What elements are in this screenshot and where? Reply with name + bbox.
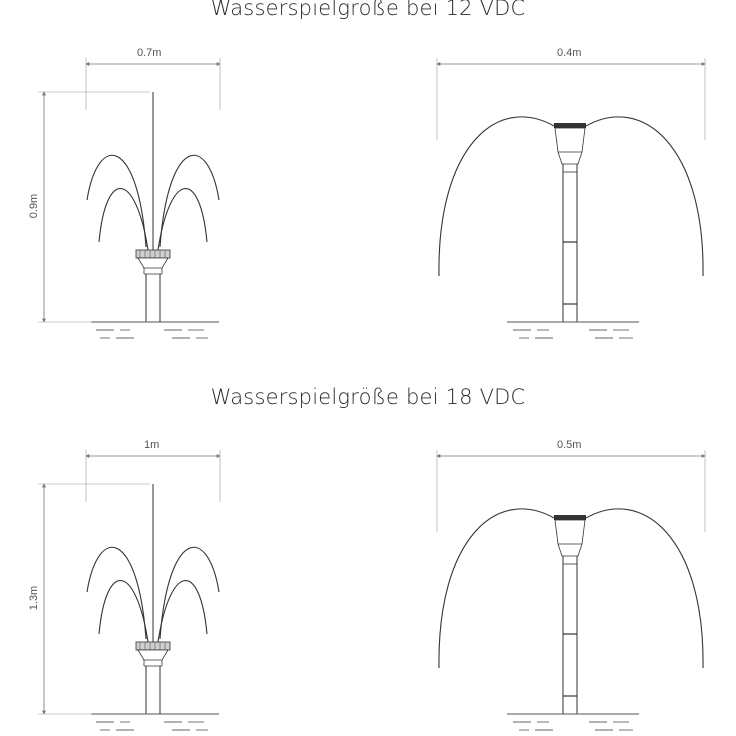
width-dimension-b-12 bbox=[436, 58, 706, 140]
section-title-18vdc: Wasserspielgröße bei 18 VDC bbox=[210, 385, 526, 409]
width-dimension-a-18 bbox=[85, 450, 221, 502]
fountain-b-18vdc bbox=[438, 508, 704, 731]
fountain-a-18vdc bbox=[86, 483, 220, 731]
width-label-fountain-b-18: 0.5m bbox=[557, 439, 582, 451]
width-dimension-a-12 bbox=[85, 58, 221, 110]
height-dimension-a-18 bbox=[38, 483, 150, 715]
section-title-12vdc: Wasserspielgröße bei 12 VDC bbox=[210, 0, 526, 20]
fountain-a-12vdc bbox=[86, 91, 220, 339]
width-label-fountain-a-12: 0.7m bbox=[137, 47, 162, 59]
width-label-fountain-b-12: 0.4m bbox=[557, 47, 582, 59]
width-label-fountain-a-18: 1m bbox=[144, 439, 160, 451]
width-dimension-b-18 bbox=[436, 450, 706, 532]
fountain-b-12vdc bbox=[438, 116, 704, 339]
height-dimension-a-12 bbox=[38, 91, 150, 323]
